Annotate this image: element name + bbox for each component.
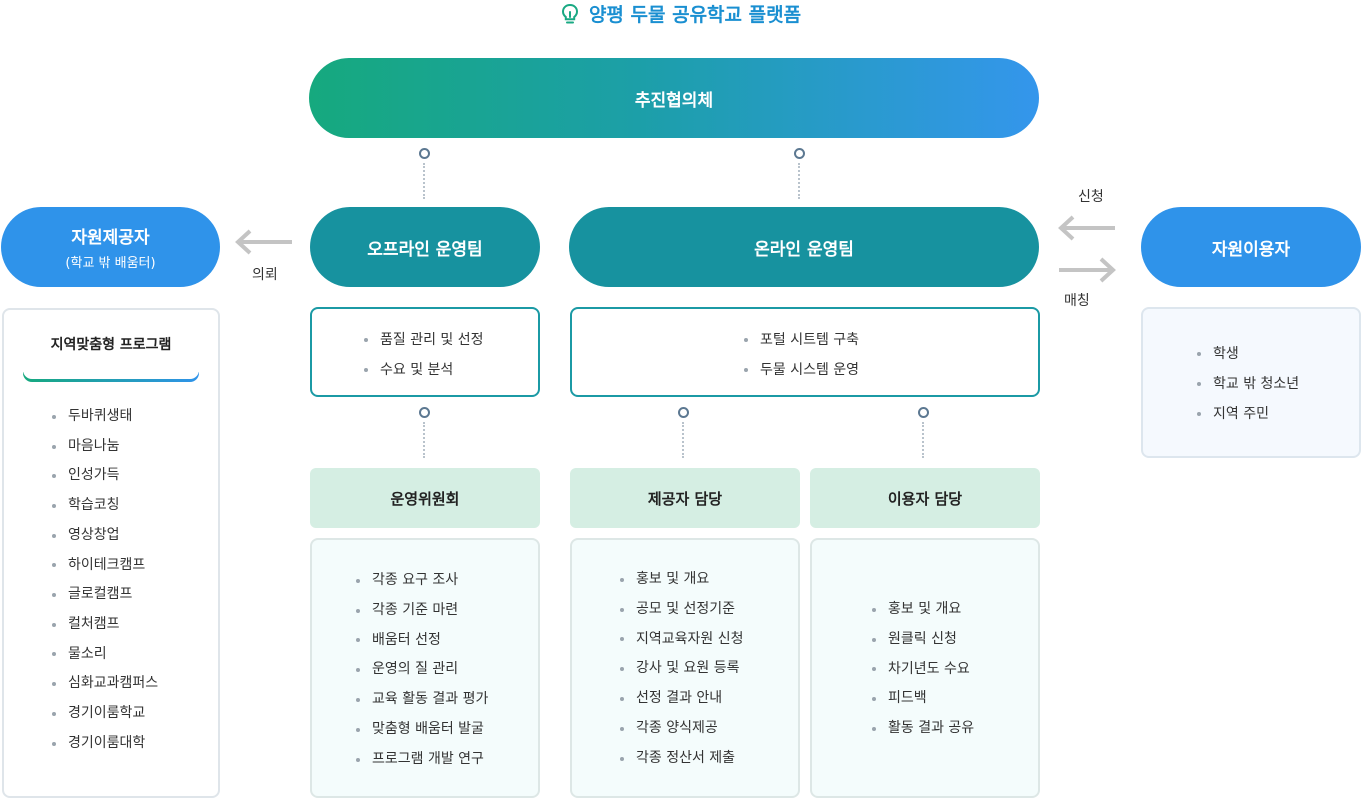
online-team-node: 온라인 운영팀 — [569, 207, 1039, 287]
list-item: 경기이룸대학 — [52, 729, 158, 759]
committee-duties: 각종 요구 조사 각종 기준 마련 배움터 선정 운영의 질 관리 교육 활동 … — [310, 538, 540, 798]
offline-team-node: 오프라인 운영팀 — [310, 207, 540, 287]
provider-subtitle: (학교 밖 배움터) — [65, 256, 156, 271]
list-item: 심화교과캠퍼스 — [52, 669, 158, 699]
list-item: 영상창업 — [52, 521, 158, 551]
list-item: 배움터 선정 — [356, 626, 488, 656]
list-item: 차기년도 수요 — [872, 655, 974, 685]
provider-manager-label: 제공자 담당 — [570, 468, 800, 528]
connector — [418, 407, 430, 458]
offline-team-title: 오프라인 운영팀 — [367, 239, 483, 260]
program-list: 두바퀴생태 마음나눔 인성가득 학습코칭 영상창업 하이테크캠프 글로컬캠프 컬… — [52, 402, 158, 758]
apply-label: 신청 — [1078, 189, 1104, 205]
list-item: 학습코칭 — [52, 491, 158, 521]
resource-provider-node: 자원제공자 (학교 밖 배움터) — [1, 207, 220, 287]
list-item: 각종 요구 조사 — [356, 566, 488, 596]
council-node: 추진협의체 — [309, 58, 1039, 138]
list-item: 지역교육자원 신청 — [620, 625, 744, 655]
user-types-box: 학생 학교 밖 청소년 지역 주민 — [1141, 307, 1361, 458]
list-item: 각종 양식제공 — [620, 714, 744, 744]
connector — [917, 407, 929, 458]
online-team-title: 온라인 운영팀 — [754, 239, 854, 260]
program-box — [2, 308, 220, 798]
list-item: 활동 결과 공유 — [872, 714, 974, 744]
arrow-left-icon — [235, 229, 292, 255]
provider-manager-duties: 홍보 및 개요 공모 및 선정기준 지역교육자원 신청 강사 및 요원 등록 선… — [570, 538, 800, 798]
list-item: 학교 밖 청소년 — [1197, 369, 1299, 399]
list-item: 인성가득 — [52, 461, 158, 491]
user-manager-duties: 홍보 및 개요 원클릭 신청 차기년도 수요 피드백 활동 결과 공유 — [810, 538, 1040, 798]
connector — [418, 148, 430, 199]
list-item: 각종 기준 마련 — [356, 596, 488, 626]
list-item: 경기이룸학교 — [52, 699, 158, 729]
page-title-text: 양평 두물 공유학교 플랫폼 — [588, 4, 802, 26]
list-item: 홍보 및 개요 — [620, 565, 744, 595]
offline-team-duties: 품질 관리 및 선정 수요 및 분석 — [310, 307, 540, 397]
list-item: 프로그램 개발 연구 — [356, 745, 488, 775]
lightbulb-icon — [561, 3, 579, 32]
list-item: 수요 및 분석 — [364, 355, 484, 385]
list-item: 지역 주민 — [1197, 399, 1299, 429]
resource-user-node: 자원이용자 — [1141, 207, 1361, 287]
matching-label: 매칭 — [1064, 293, 1090, 309]
list-item: 각종 정산서 제출 — [620, 744, 744, 774]
list-item: 학생 — [1197, 339, 1299, 369]
list-item: 하이테크캠프 — [52, 551, 158, 581]
list-item: 글로컬캠프 — [52, 580, 158, 610]
list-item: 교육 활동 결과 평가 — [356, 685, 488, 715]
list-item: 품질 관리 및 선정 — [364, 325, 484, 355]
request-label: 의뢰 — [252, 267, 278, 283]
user-title: 자원이용자 — [1211, 239, 1291, 260]
list-item: 강사 및 요원 등록 — [620, 654, 744, 684]
list-item: 물소리 — [52, 640, 158, 670]
list-item: 두물 시스템 운영 — [744, 355, 859, 385]
arrow-right-icon — [1059, 257, 1116, 283]
list-item: 컬처캠프 — [52, 610, 158, 640]
arrow-left-icon — [1058, 215, 1115, 241]
list-item: 두바퀴생태 — [52, 402, 158, 432]
list-item: 홍보 및 개요 — [872, 595, 974, 625]
page-title: 양평 두물 공유학교 플랫폼 — [0, 2, 1362, 28]
list-item: 선정 결과 안내 — [620, 684, 744, 714]
list-item: 운영의 질 관리 — [356, 655, 488, 685]
list-item: 마음나눔 — [52, 432, 158, 462]
user-manager-label: 이용자 담당 — [810, 468, 1040, 528]
list-item: 맞춤형 배움터 발굴 — [356, 715, 488, 745]
list-item: 포털 시트템 구축 — [744, 325, 859, 355]
connector — [793, 148, 805, 199]
list-item: 공모 및 선정기준 — [620, 595, 744, 625]
council-label: 추진협의체 — [634, 90, 714, 111]
list-item: 피드백 — [872, 684, 974, 714]
committee-label: 운영위원회 — [310, 468, 540, 528]
list-item: 원클릭 신청 — [872, 625, 974, 655]
online-team-duties: 포털 시트템 구축 두물 시스템 운영 — [570, 307, 1040, 397]
provider-title: 자원제공자 — [71, 228, 150, 248]
program-title: 지역맞춤형 프로그램 — [50, 337, 172, 353]
connector — [677, 407, 689, 458]
